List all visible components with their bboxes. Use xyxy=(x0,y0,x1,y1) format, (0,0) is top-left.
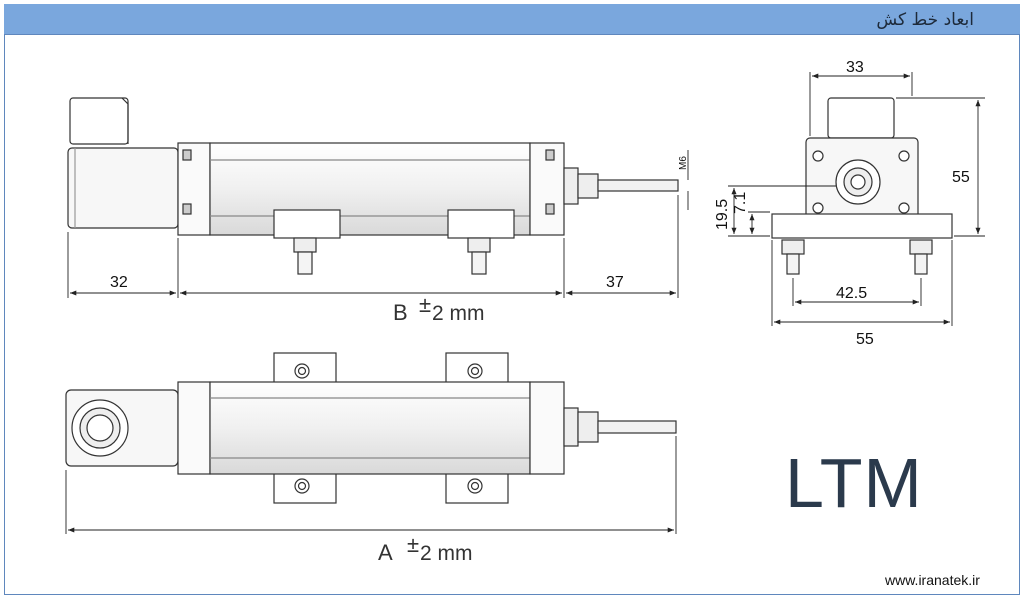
top-view xyxy=(65,352,677,504)
dim-55-width: 55 xyxy=(856,331,874,348)
side-view-dimensions xyxy=(67,150,689,298)
dim-a-tolerance: 2 mm xyxy=(420,542,473,565)
dim-33: 33 xyxy=(846,59,864,76)
website-link[interactable]: www.iranatek.ir xyxy=(885,572,980,588)
dim-19-5: 19.5 xyxy=(714,199,731,230)
thread-label: M6 xyxy=(678,156,689,170)
dim-55-height: 55 xyxy=(952,169,970,186)
dim-37: 37 xyxy=(606,274,624,291)
end-view xyxy=(771,97,953,275)
header-bar: ابعاد خط کش xyxy=(4,4,1020,35)
top-view-dimensions xyxy=(65,436,677,534)
dim-b-label: B xyxy=(393,300,408,325)
dim-b-tolerance: 2 mm xyxy=(432,302,485,325)
dim-a-label: A xyxy=(378,540,393,565)
dim-42-5: 42.5 xyxy=(836,285,867,302)
plus-minus-sign: ± xyxy=(419,292,431,317)
plus-minus-sign-a: ± xyxy=(407,532,419,557)
end-view-dimensions xyxy=(728,72,985,326)
brand-label: LTM xyxy=(785,444,923,522)
side-view xyxy=(67,97,679,275)
dim-7-1: 7.1 xyxy=(732,192,749,214)
dim-32: 32 xyxy=(110,274,128,291)
header-title: ابعاد خط کش xyxy=(876,10,974,30)
